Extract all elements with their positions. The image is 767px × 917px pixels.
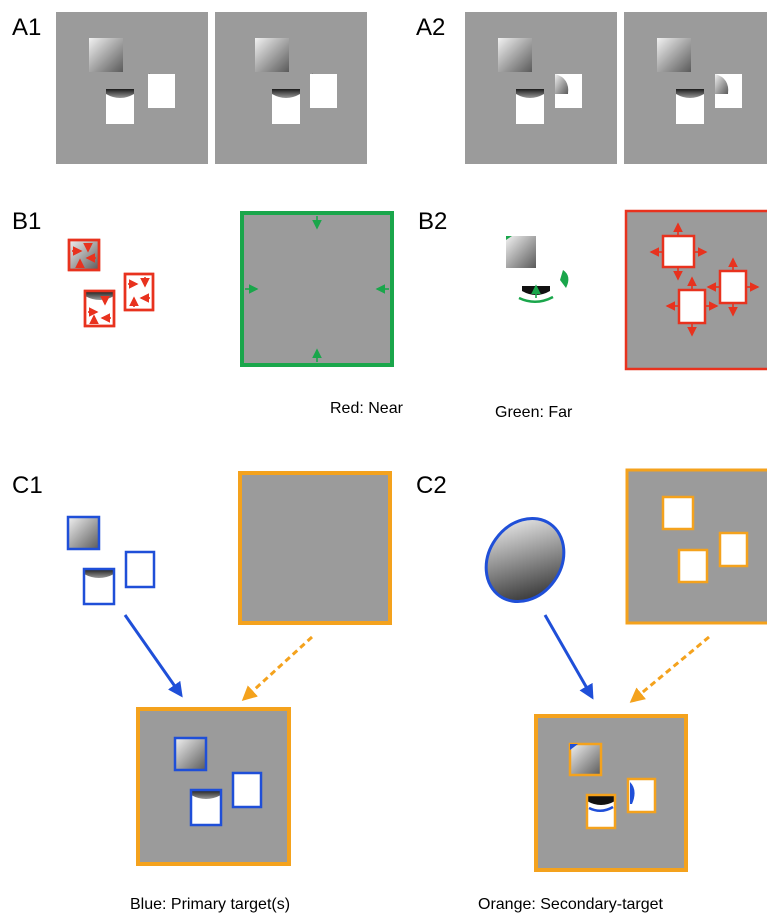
- b1-near-segments: [67, 238, 155, 328]
- c1-primary-arrow: [123, 614, 183, 698]
- panel-label-b2: B2: [418, 208, 448, 235]
- caption-green-far: Green: Far: [495, 404, 573, 421]
- caption-blue-primary: Blue: Primary target(s): [130, 896, 291, 913]
- panel-label-a2: A2: [416, 14, 446, 41]
- stereo-image-a1-left: [56, 12, 208, 164]
- b1-near-arrows: [72, 243, 150, 324]
- caption-orange-secondary: Orange: Secondary-target: [478, 896, 663, 913]
- stereo-image-a1-right: [215, 12, 367, 164]
- c1-combined-result: [136, 707, 291, 866]
- b2-near-background: [624, 209, 767, 371]
- c1-secondary-target: [238, 471, 392, 625]
- c2-combined-result: [534, 714, 688, 872]
- c2-primary-target: [484, 516, 566, 604]
- c2-secondary-target: [625, 468, 767, 625]
- panel-label-c2: C2: [416, 472, 447, 499]
- stereo-image-a2-left: [465, 12, 617, 164]
- panel-label-a1: A1: [12, 14, 42, 41]
- c2-secondary-arrow: [629, 635, 710, 703]
- caption-red-near: Red: Near: [330, 400, 403, 417]
- b2-far-segments: [506, 236, 569, 303]
- c2-primary-arrow: [543, 614, 594, 700]
- panel-label-b1: B1: [12, 208, 42, 235]
- c1-secondary-arrow: [241, 635, 314, 702]
- c1-primary-targets: [66, 515, 156, 606]
- stereo-image-a2-right: [624, 12, 767, 164]
- b1-far-background: [240, 211, 394, 367]
- panel-label-c1: C1: [12, 472, 43, 499]
